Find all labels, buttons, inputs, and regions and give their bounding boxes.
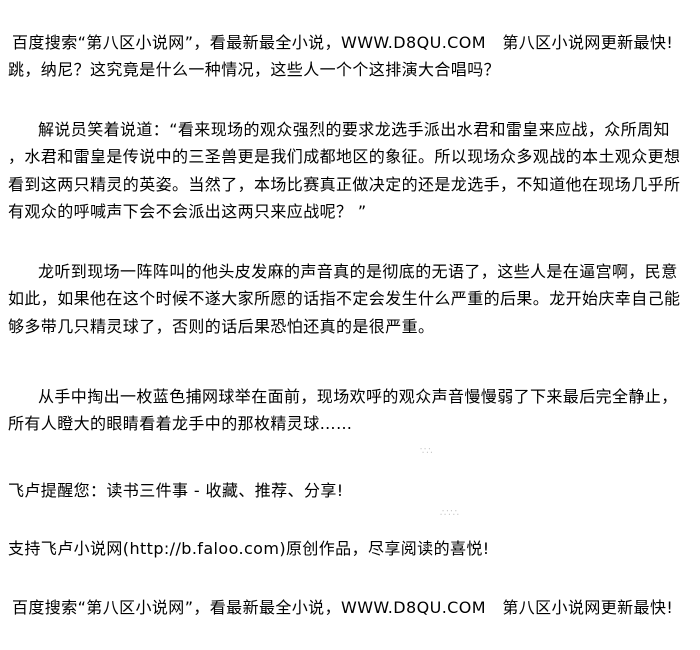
watermark-smudge: ∵∴ (420, 446, 433, 457)
paragraph-line: 看到这两只精灵的英姿。当然了，本场比赛真正做决定的还是龙选手，不知道他在现场几乎… (8, 175, 681, 194)
paragraph-line: 跳，纳尼？这究竟是什么一种情况，这些人一个个这排演大合唱吗？ (8, 60, 501, 79)
reminder-text: 飞卢提醒您：读书三件事 - 收藏、推荐、分享! (8, 481, 344, 500)
paragraph-line: 够多带几只精灵球了，否则的话后果恐怕还真的是很严重。 (8, 317, 435, 336)
watermark-smudge: ∴∵∴ (440, 508, 460, 519)
paragraph-line: 所有人瞪大的眼睛看着龙手中的那枚精灵球…… (8, 414, 353, 433)
paragraph-line: 如此，如果他在这个时候不遂大家所愿的话指不定会发生什么严重的后果。龙开始庆幸自己… (8, 289, 681, 308)
paragraph-line: 有观众的呼喊声下会不会派出这两只来应战呢？ ” (8, 202, 367, 221)
paragraph-line: ，水君和雷皇是传说中的三圣兽更是我们成都地区的象征。所以现场众多观战的本土观众更… (8, 147, 681, 166)
paragraph-line: 从手中掏出一枚蓝色捕网球举在面前，现场欢呼的观众声音慢慢弱了下来最后完全静止， (38, 387, 678, 406)
paragraph-line: 龙听到现场一阵阵叫的他头皮发麻的声音真的是彻底的无语了，这些人是在逼宫啊，民意 (38, 262, 678, 281)
header-ad: 百度搜索“第八区小说网”，看最新最全小说，WWW.D8QU.COM 第八区小说网… (12, 33, 674, 52)
footer-ad: 百度搜索“第八区小说网”，看最新最全小说，WWW.D8QU.COM 第八区小说网… (12, 598, 674, 617)
support-text: 支持飞卢小说网(http://b.faloo.com)原创作品，尽享阅读的喜悦! (8, 539, 490, 558)
paragraph-line: 解说员笑着说道：“看来现场的观众强烈的要求龙选手派出水君和雷皇来应战，众所周知 (38, 120, 670, 139)
